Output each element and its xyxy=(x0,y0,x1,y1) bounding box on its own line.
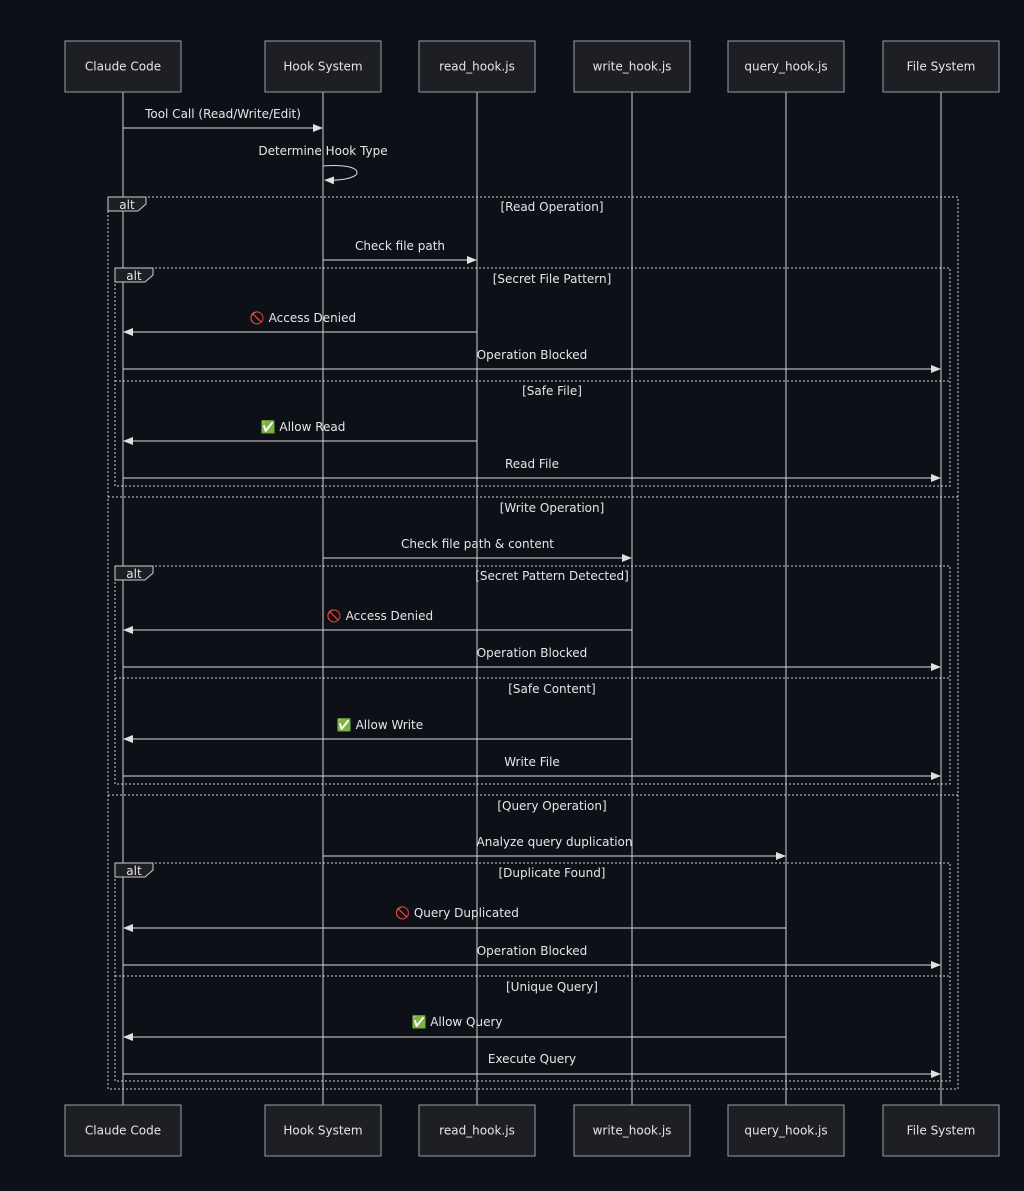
actor-box xyxy=(573,40,691,93)
alt-frame-2: alt [Secret Pattern Detected] [Safe Conten… xyxy=(114,565,951,785)
actor-box xyxy=(882,1104,1000,1157)
message-2: Check file path xyxy=(323,239,477,264)
actor-box xyxy=(418,1104,536,1157)
alt-frame-1: alt [Secret File Pattern] [Safe File] xyxy=(114,267,951,487)
actor-box xyxy=(264,1104,382,1157)
message-16: Execute Query xyxy=(123,1052,941,1078)
actor-box xyxy=(64,40,182,93)
actor-label: File System xyxy=(907,60,976,74)
actor-write-bottom: write_hook.js xyxy=(573,1104,691,1157)
message-label: Tool Call (Read/Write/Edit) xyxy=(144,107,301,121)
frame-border xyxy=(114,565,951,785)
message-label: 🚫 Access Denied xyxy=(250,311,356,325)
message-label: ✅ Allow Query xyxy=(411,1015,502,1029)
actor-hook-bottom: Hook System xyxy=(264,1104,382,1157)
actor-label: Claude Code xyxy=(85,60,161,74)
message-6: Read File xyxy=(123,457,941,482)
message-5: ✅ Allow Read xyxy=(123,420,477,445)
alt-frame-0: alt [Read Operation] [Write Operation] [Que… xyxy=(107,196,959,1090)
message-label: Write File xyxy=(504,755,560,769)
actor-claude-top: Claude Code xyxy=(64,40,182,93)
alt-condition: [Duplicate Found] xyxy=(499,866,606,880)
alt-condition: [Safe Content] xyxy=(508,682,595,696)
actor-label: query_hook.js xyxy=(744,60,827,74)
frame-border xyxy=(107,196,959,1090)
message-label: Determine Hook Type xyxy=(258,144,387,158)
alt-tab xyxy=(114,565,154,581)
message-15: ✅ Allow Query xyxy=(123,1015,786,1041)
message-1: Determine Hook Type xyxy=(258,144,388,185)
actor-query-top: query_hook.js xyxy=(727,40,845,93)
alt-condition: [Write Operation] xyxy=(500,501,605,515)
actor-box xyxy=(727,1104,845,1157)
actor-query-bottom: query_hook.js xyxy=(727,1104,845,1157)
alt-tag-label: alt xyxy=(126,269,142,283)
message-label: ✅ Allow Write xyxy=(337,718,423,732)
actor-fs-bottom: File System xyxy=(882,1104,1000,1157)
message-8: 🚫 Access Denied xyxy=(123,609,632,634)
actor-box xyxy=(727,40,845,93)
alt-condition: [Read Operation] xyxy=(500,200,603,214)
message-label: ✅ Allow Read xyxy=(261,420,346,434)
message-10: ✅ Allow Write xyxy=(123,718,632,743)
alt-tag-label: alt xyxy=(119,198,135,212)
message-3: 🚫 Access Denied xyxy=(123,311,477,336)
message-14: Operation Blocked xyxy=(123,944,941,969)
actor-box xyxy=(882,40,1000,93)
message-label: Operation Blocked xyxy=(477,944,588,958)
actor-label: Claude Code xyxy=(85,1124,161,1138)
message-label: Check file path xyxy=(355,239,445,253)
message-label: Execute Query xyxy=(488,1052,576,1066)
message-label: Operation Blocked xyxy=(477,348,588,362)
message-label: 🚫 Access Denied xyxy=(327,609,433,623)
actor-label: read_hook.js xyxy=(439,1124,515,1138)
alt-tab xyxy=(114,267,154,283)
actor-box xyxy=(573,1104,691,1157)
message-12: Analyze query duplication xyxy=(323,835,786,860)
alt-tab xyxy=(107,196,147,212)
alt-tag-label: alt xyxy=(126,864,142,878)
alt-condition: [Query Operation] xyxy=(497,799,606,813)
actor-box xyxy=(64,1104,182,1157)
actor-label: write_hook.js xyxy=(593,60,672,74)
actor-label: Hook System xyxy=(283,60,362,74)
actor-label: write_hook.js xyxy=(593,1124,672,1138)
actor-fs-top: File System xyxy=(882,40,1000,93)
actor-label: Hook System xyxy=(283,1124,362,1138)
alt-tab xyxy=(114,862,154,878)
actor-label: read_hook.js xyxy=(439,60,515,74)
message-label: 🚫 Query Duplicated xyxy=(395,906,519,920)
actor-label: File System xyxy=(907,1124,976,1138)
message-4: Operation Blocked xyxy=(123,348,941,373)
actor-box xyxy=(264,40,382,93)
actor-claude-bottom: Claude Code xyxy=(64,1104,182,1157)
alt-frame-3: alt [Duplicate Found] [Unique Query] xyxy=(114,862,951,1082)
frame-border xyxy=(114,267,951,487)
alt-condition: [Unique Query] xyxy=(506,980,598,994)
actor-label: query_hook.js xyxy=(744,1124,827,1138)
message-label: Analyze query duplication xyxy=(477,835,633,849)
message-label: Check file path & content xyxy=(401,537,554,551)
actor-write-top: write_hook.js xyxy=(573,40,691,93)
actor-read-bottom: read_hook.js xyxy=(418,1104,536,1157)
message-7: Check file path & content xyxy=(323,537,632,562)
alt-condition: [Secret File Pattern] xyxy=(493,272,612,286)
frame-border xyxy=(114,862,951,1082)
message-0: Tool Call (Read/Write/Edit) xyxy=(123,107,323,132)
alt-condition: [Secret Pattern Detected] xyxy=(475,569,629,583)
actor-hook-top: Hook System xyxy=(264,40,382,93)
message-label: Operation Blocked xyxy=(477,646,588,660)
self-message-arrow xyxy=(322,164,358,185)
message-label: Read File xyxy=(505,457,559,471)
actor-box xyxy=(418,40,536,93)
alt-tag-label: alt xyxy=(126,567,142,581)
message-11: Write File xyxy=(123,755,941,780)
alt-condition: [Safe File] xyxy=(522,384,582,398)
message-13: 🚫 Query Duplicated xyxy=(123,906,786,932)
actor-read-top: read_hook.js xyxy=(418,40,536,93)
message-9: Operation Blocked xyxy=(123,646,941,671)
